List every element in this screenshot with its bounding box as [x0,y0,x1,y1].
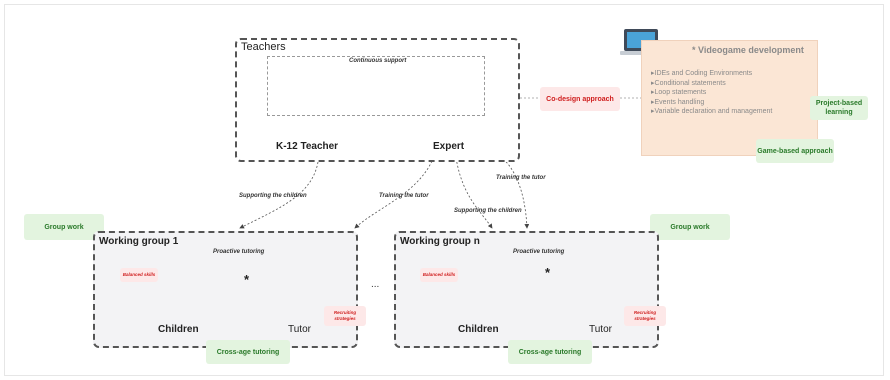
videogame-development-title: * Videogame development [692,45,804,55]
teachers-box: Teachers [235,38,520,162]
children-label-1: Children [158,324,199,335]
balanced-skills-tag-1: Balanced skills [120,268,158,282]
videogame-topic: Loop statements [651,88,772,98]
diagram-frame [4,4,884,376]
recruiting-strategies-tag-n: Recruiting strategies [624,306,666,326]
recruiting-strategies-tag-1: Recruiting strategies [324,306,366,326]
continuous-support-label: Continuous support [349,58,407,64]
videogame-topic: Events handling [651,98,772,108]
proactive-tutoring-label-n: Proactive tutoring [513,249,565,255]
proactive-tutoring-label-1: Proactive tutoring [213,249,265,255]
working-group-n-title: Working group n [400,236,480,247]
arrow-expert-supporting [454,149,493,229]
children-label-n: Children [458,324,499,335]
working-group-1-title: Working group 1 [99,236,179,247]
training-tutor-label-1: Training the tutor [379,193,429,199]
videogame-topic: Variable declaration and management [651,107,773,117]
supporting-children-label-1: Supporting the children [239,193,307,199]
training-tutor-label-2: Training the tutor [496,175,546,181]
ellipsis: ... [371,279,380,290]
expert-label: Expert [433,141,465,152]
group-work-tag-right: Group work [650,214,730,240]
videogame-topics-list: IDEs and Coding Environments Conditional… [651,69,773,117]
videogame-topic: IDEs and Coding Environments [651,69,772,79]
teachers-title: Teachers [241,41,286,53]
working-group-1-box: Working group 1 [93,231,358,348]
continuous-support-box [267,56,485,116]
group-work-tag-left: Group work [24,214,104,240]
supporting-children-label-2: Supporting the children [454,208,522,214]
arrow-expert-training-1 [354,141,439,229]
project-based-learning-tag: Project-based learning [810,96,868,120]
videogame-marker-1: * [244,272,250,287]
cross-age-tutoring-tag-1: Cross-age tutoring [206,340,290,364]
videogame-topic: Conditional statements [651,79,772,89]
videogame-marker-n: * [545,265,551,280]
codesign-approach-tag: Co-design approach [540,87,620,111]
game-based-approach-tag: Game-based approach [756,139,834,163]
tutor-label-n: Tutor [589,324,612,335]
balanced-skills-tag-n: Balanced skills [420,268,458,282]
cross-age-tutoring-tag-n: Cross-age tutoring [508,340,592,364]
arrow-k12-supporting [239,161,319,229]
tutor-label-1: Tutor [288,324,311,335]
k12-teacher-label: K-12 Teacher [276,141,339,152]
